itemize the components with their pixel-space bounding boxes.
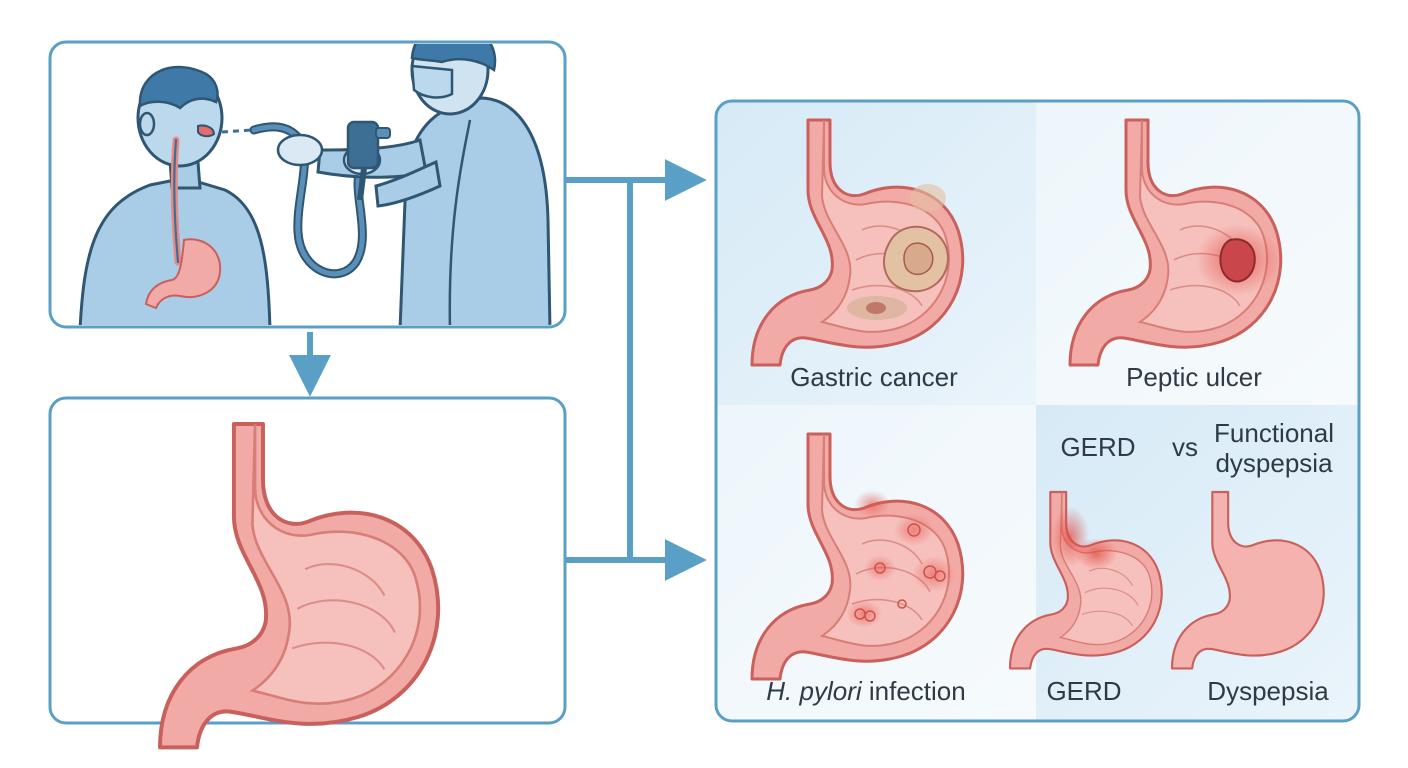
- gastric-cancer-label: Gastric cancer: [790, 362, 958, 392]
- h-pylori-cell: H. pylori infection: [750, 432, 966, 706]
- peptic-ulcer-label: Peptic ulcer: [1126, 362, 1262, 392]
- endoscopy-panel: [48, 40, 567, 329]
- gerd-vs-dyspepsia-cell: GERD vs Functional dyspepsia GERD Dyspep…: [1008, 418, 1334, 706]
- diagnoses-panel: Gastric cancer Peptic ulcer: [714, 99, 1361, 723]
- peptic-ulcer-cell: Peptic ulcer: [1068, 118, 1283, 392]
- gastric-cancer-cell: Gastric cancer: [750, 118, 965, 392]
- doctor-illustration: [276, 44, 552, 325]
- patient-illustration: [78, 65, 272, 325]
- dyspepsia-subtitle-label: dyspepsia: [1215, 448, 1333, 478]
- gerd-bottom-label: GERD: [1046, 676, 1121, 706]
- normal-stomach-panel: [48, 396, 567, 750]
- peptic-ulcer-stomach: [1068, 118, 1283, 367]
- gastric-cancer-stomach: [750, 118, 965, 367]
- dyspepsia-stomach: [1170, 490, 1325, 670]
- vs-label: vs: [1172, 432, 1198, 462]
- functional-label: Functional: [1214, 418, 1334, 448]
- gerd-top-label: GERD: [1060, 432, 1135, 462]
- h-pylori-label: H. pylori infection: [766, 676, 965, 706]
- dyspepsia-label: Dyspepsia: [1207, 676, 1329, 706]
- gerd-stomach: [1008, 490, 1163, 670]
- flow-arrows: [289, 159, 707, 581]
- h-pylori-stomach: [750, 432, 965, 681]
